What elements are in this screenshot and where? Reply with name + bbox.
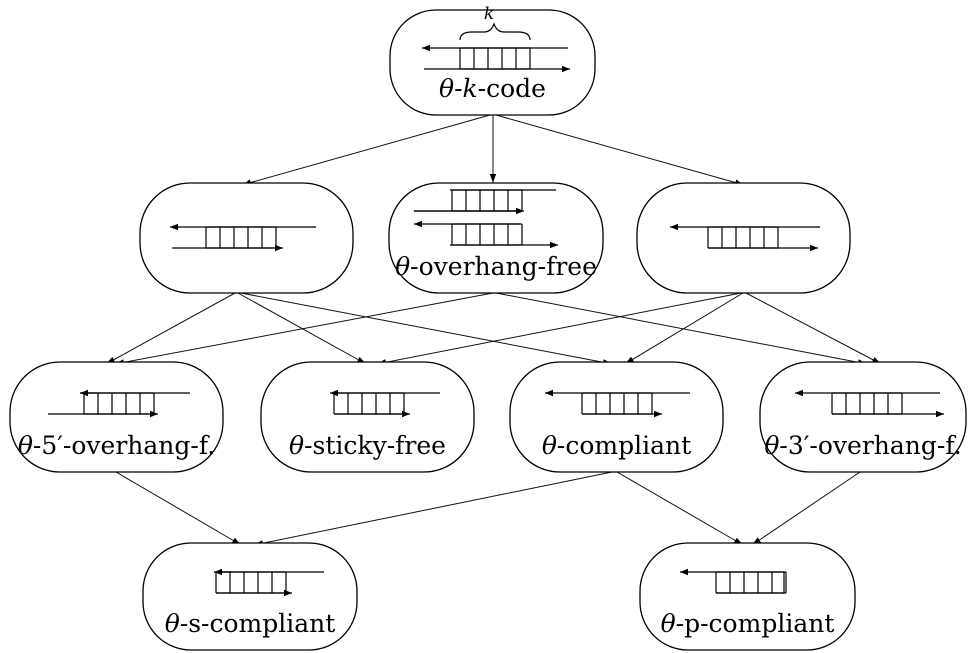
node-s-compliant: θ-s-compliant xyxy=(142,542,358,651)
node-box xyxy=(142,542,358,651)
node-box xyxy=(509,361,724,473)
strand-glyph-icon xyxy=(170,223,316,252)
node-label: θ-sticky-free xyxy=(289,431,446,460)
strand-glyph-icon xyxy=(214,568,324,597)
edge-level2-left-to-compliant xyxy=(240,292,613,366)
edge-level2-right-to-three-prime-overhang xyxy=(745,292,882,365)
node-level2-left xyxy=(139,182,354,294)
node-level2-right xyxy=(636,182,851,294)
node-label: θ-3′-overhang-f. xyxy=(764,431,961,460)
strand-glyph-icon xyxy=(330,389,440,418)
node-k-code: k θ-k-code xyxy=(389,4,596,116)
edge-overhang-free-to-three-prime-overhang xyxy=(495,292,868,366)
node-box xyxy=(260,361,475,473)
node-label: θ-s-compliant xyxy=(165,609,336,638)
brace-k-label: k xyxy=(484,4,494,24)
node-label: θ-5′-overhang-f. xyxy=(18,431,215,460)
node-label: θ-p-compliant xyxy=(661,609,835,638)
node-box xyxy=(139,182,354,294)
edge-level2-right-to-compliant xyxy=(624,292,744,365)
node-p-compliant: θ-p-compliant xyxy=(639,542,856,651)
node-box xyxy=(9,361,224,473)
edge-three-prime-overhang-to-p-compliant xyxy=(751,471,861,546)
strand-glyph-icon xyxy=(795,389,944,418)
strand-glyph-icon: k xyxy=(422,4,570,73)
edge-compliant-to-p-compliant xyxy=(616,471,744,546)
strand-glyph-icon xyxy=(414,189,558,249)
node-three-prime-overhang: θ-3′-overhang-f. xyxy=(759,361,967,473)
node-box xyxy=(639,542,856,651)
edge-level2-left-to-five-prime-overhang xyxy=(105,292,236,365)
node-box xyxy=(759,361,967,473)
edge-level2-right-to-sticky-free xyxy=(376,292,742,366)
node-box xyxy=(636,182,851,294)
edge-k-code-to-level2-right xyxy=(495,114,745,186)
node-overhang-free: θ-overhang-free xyxy=(388,182,604,294)
node-five-prime-overhang: θ-5′-overhang-f. xyxy=(9,361,224,473)
edges-layer xyxy=(105,114,882,547)
edge-compliant-to-s-compliant xyxy=(253,471,613,547)
node-compliant: θ-compliant xyxy=(509,361,724,473)
edge-overhang-free-to-five-prime-overhang xyxy=(114,292,494,366)
edge-k-code-to-level2-left xyxy=(241,114,491,186)
strand-glyph-icon xyxy=(545,389,690,418)
nodes-layer: k θ-k-code θ-overhang-free θ-5′-overhang-f.… xyxy=(9,4,967,651)
node-label: θ-compliant xyxy=(542,431,691,460)
edge-five-prime-overhang-to-s-compliant xyxy=(115,471,242,546)
node-sticky-free: θ-sticky-free xyxy=(260,361,475,473)
strand-glyph-icon xyxy=(48,389,190,418)
node-label: θ-k-code xyxy=(439,74,546,103)
node-box xyxy=(389,9,596,116)
strand-glyph-icon xyxy=(670,223,820,252)
node-label: θ-overhang-free xyxy=(395,252,597,281)
strand-glyph-icon xyxy=(680,568,787,594)
